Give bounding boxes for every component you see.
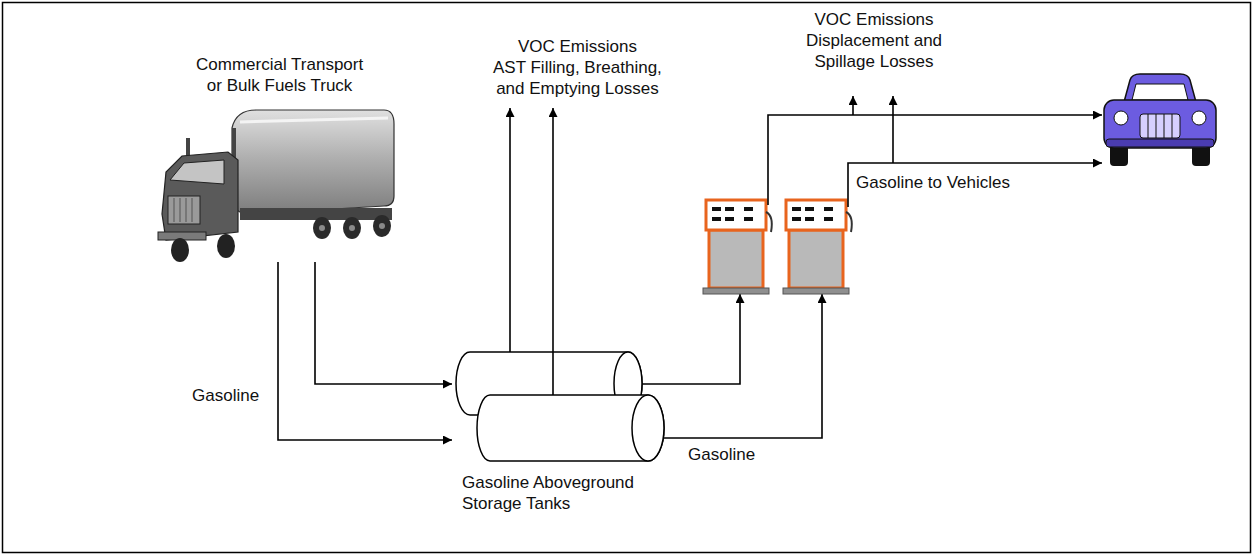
pump-body xyxy=(709,230,763,288)
flow-arrow xyxy=(315,262,452,384)
wheel xyxy=(217,234,235,258)
display-mark xyxy=(712,207,721,211)
hub xyxy=(319,225,325,231)
annotation-label: Gasoline xyxy=(688,444,755,465)
flow-label: Gasoline xyxy=(190,385,261,406)
display-mark xyxy=(805,217,814,221)
emission-arrow xyxy=(852,96,854,115)
emission-arrow xyxy=(509,108,511,352)
car-windshield xyxy=(1132,84,1188,100)
pump-display xyxy=(706,200,766,230)
trailer-frame xyxy=(240,208,392,220)
wheel xyxy=(313,217,331,239)
flow-arrow xyxy=(278,262,452,440)
pump-base xyxy=(783,288,849,294)
trailer-tank xyxy=(232,110,394,214)
grille-bars xyxy=(1148,114,1172,138)
pump-body xyxy=(789,230,843,288)
supply-line xyxy=(642,294,740,384)
tank xyxy=(477,395,664,461)
nozzle-hose xyxy=(846,212,852,232)
fuel-pump xyxy=(783,200,852,294)
fueling-line xyxy=(768,115,1102,205)
fuel-pump xyxy=(703,200,772,294)
supply-line xyxy=(664,294,822,438)
pump-display xyxy=(786,200,846,230)
truck-node: Commercial Transport or Bulk Fuels Truck xyxy=(160,50,400,262)
nozzle-hose xyxy=(766,212,772,232)
hub xyxy=(379,223,385,229)
node-label: Commercial Transport or Bulk Fuels Truck xyxy=(196,54,363,96)
wheel xyxy=(343,217,361,239)
car-cabin xyxy=(1124,74,1196,102)
display-mark xyxy=(792,207,801,211)
annotation-label: VOC Emissions Displacement and Spillage … xyxy=(806,9,942,72)
display-mark xyxy=(805,207,814,211)
car-grille xyxy=(1140,114,1180,138)
car xyxy=(1104,74,1216,166)
fueling-line xyxy=(848,163,1102,207)
wheel xyxy=(171,238,189,262)
display-mark xyxy=(792,217,801,221)
node-label: Gasoline Aboveground Storage Tanks xyxy=(462,472,634,514)
emission-arrow xyxy=(552,108,554,395)
tank-end xyxy=(632,395,664,461)
display-mark xyxy=(725,217,734,221)
headlight xyxy=(1114,111,1128,125)
car-bumper xyxy=(1106,139,1214,147)
display-mark xyxy=(744,217,753,221)
frame xyxy=(3,3,1251,553)
display-mark xyxy=(824,207,833,211)
headlight xyxy=(1192,111,1206,125)
storage-tanks xyxy=(456,108,664,461)
emission-arrow xyxy=(892,96,894,163)
hub xyxy=(349,225,355,231)
tanker-truck xyxy=(158,110,394,262)
tank-highlight xyxy=(240,118,388,122)
wheel xyxy=(373,215,391,237)
car-body xyxy=(1104,100,1216,148)
truck-cab xyxy=(162,152,238,240)
grille xyxy=(168,196,200,224)
annotation-label: VOC Emissions AST Filling, Breathing, an… xyxy=(493,36,662,99)
display-mark xyxy=(824,217,833,221)
windshield xyxy=(170,160,224,184)
pump-base xyxy=(703,288,769,294)
display-mark xyxy=(725,207,734,211)
display-mark xyxy=(744,207,753,211)
annotation-label: Gasoline to Vehicles xyxy=(856,172,1010,193)
display-mark xyxy=(712,217,721,221)
tank-node: Gasoline Aboveground Storage Tanks xyxy=(452,350,667,520)
grille-bars xyxy=(174,198,192,222)
